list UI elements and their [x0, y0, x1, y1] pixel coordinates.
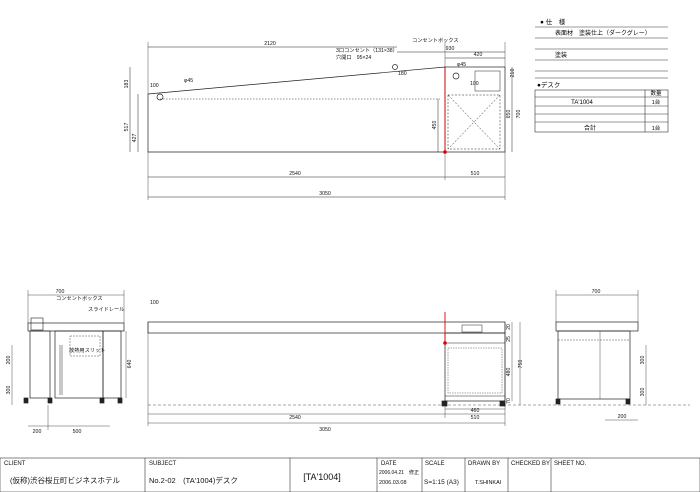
- left-note-outlet-box: コンセントボックス: [56, 294, 103, 302]
- right-dim-700: 700: [592, 289, 601, 295]
- plan-view: [129, 42, 513, 200]
- left-note-slide-rail: スライドレール: [88, 306, 124, 313]
- front-dim-750: 750: [518, 360, 524, 369]
- tb-subject-value: No.2-02 (TA'1004)デスク: [149, 475, 238, 485]
- desk-qty-header: 数量: [650, 89, 662, 97]
- tb-scale-label: SCALE: [425, 461, 445, 467]
- left-dim-200-v: 200: [6, 356, 12, 365]
- tb-date-rev: 2006.04.21 修正: [379, 469, 419, 476]
- desk-box: [534, 89, 669, 133]
- tb-client-value: (仮称)渋谷桜丘町ビジネスホテル: [10, 475, 120, 485]
- tb-subject-label: SUBJECT: [149, 461, 177, 467]
- plan-dim-2540: 2540: [289, 171, 301, 177]
- plan-phi45-b: φ45: [457, 62, 466, 68]
- plan-phi45-a: φ45: [184, 78, 193, 84]
- front-dim-3050: 3050: [319, 427, 331, 433]
- plan-dim-210: 210: [510, 69, 516, 78]
- plan-note-outlet-box: コンセントボックス: [412, 36, 459, 44]
- title-block: [0, 457, 700, 492]
- front-view: [147, 321, 690, 426]
- front-dim-20: 20: [506, 324, 512, 330]
- tb-date-value: 2006.03.08: [379, 480, 407, 486]
- plan-dim-2120: 2120: [264, 41, 276, 47]
- left-dim-640: 640: [127, 360, 133, 369]
- side-view-right: [555, 290, 647, 421]
- plan-dim-183: 183: [124, 80, 130, 89]
- tb-code-value: [TA'1004]: [303, 472, 341, 482]
- tb-date-label: DATE: [381, 461, 397, 467]
- spec-row-1: 表面材 塗装仕上（ダークグレー）: [555, 29, 651, 37]
- tb-client-label: CLIENT: [4, 461, 26, 467]
- front-dim-2540: 2540: [289, 415, 301, 421]
- front-dim-100: 100: [150, 300, 159, 306]
- plan-dim-450: 450: [432, 121, 438, 130]
- front-dim-25: 25: [506, 336, 512, 342]
- plan-dim-700: 700: [516, 110, 522, 119]
- left-note-vent-slit: 放熱用スリット: [69, 346, 105, 354]
- spec-box: [535, 26, 668, 79]
- desk-total-name: 合計: [584, 124, 596, 132]
- tb-sheet-label: SHEET NO.: [554, 461, 587, 467]
- plan-dim-517: 517: [124, 123, 130, 132]
- left-dim-300-v: 300: [6, 386, 12, 395]
- side-view-left: [11, 290, 127, 430]
- tb-scale-value: S=1:15 (A3): [424, 479, 459, 486]
- tb-drawn-label: DRAWN BY: [468, 461, 500, 467]
- desk-row-qty-1: 1台: [652, 98, 661, 106]
- desk-total-qty: 1台: [652, 124, 661, 132]
- plan-dim-420: 420: [474, 52, 483, 58]
- front-red-dot: [443, 341, 447, 345]
- plan-dim-650: 650: [506, 110, 512, 119]
- right-dim-300-a: 300: [640, 356, 646, 365]
- plan-dim-510: 510: [471, 171, 480, 177]
- plan-note-180: 180: [398, 71, 407, 77]
- plan-dim-427: 427: [132, 134, 138, 143]
- front-dim-480: 480: [506, 368, 512, 377]
- tb-drawn-value: T.SHINKAI: [475, 480, 502, 486]
- plan-note-outlet: 3口コンセント（131×38）: [336, 47, 398, 54]
- tb-checked-label: CHECKED BY: [511, 461, 550, 467]
- plan-dim-930: 930: [446, 46, 455, 52]
- spec-row-3: 塗装: [555, 51, 567, 59]
- plan-note-hole: 穴開口 95×24: [336, 53, 371, 61]
- plan-dim-3050: 3050: [319, 191, 331, 197]
- desk-title: ●デスク: [537, 80, 560, 89]
- plan-dim-100-b: 100: [470, 81, 479, 87]
- desk-row-name-1: TA'1004: [571, 100, 593, 106]
- front-dim-460: 460: [471, 408, 480, 414]
- plan-red-dot: [443, 150, 447, 154]
- plan-dim-100-a: 100: [150, 83, 159, 89]
- front-dim-70: 70: [506, 398, 512, 404]
- right-dim-200: 200: [618, 414, 627, 420]
- right-dim-300-b: 300: [640, 388, 646, 397]
- front-dim-510: 510: [471, 415, 480, 421]
- left-dim-200-h: 200: [33, 429, 42, 435]
- left-dim-700: 700: [56, 289, 65, 295]
- left-dim-500-h: 500: [73, 429, 82, 435]
- spec-title: ● 仕 様: [540, 17, 566, 26]
